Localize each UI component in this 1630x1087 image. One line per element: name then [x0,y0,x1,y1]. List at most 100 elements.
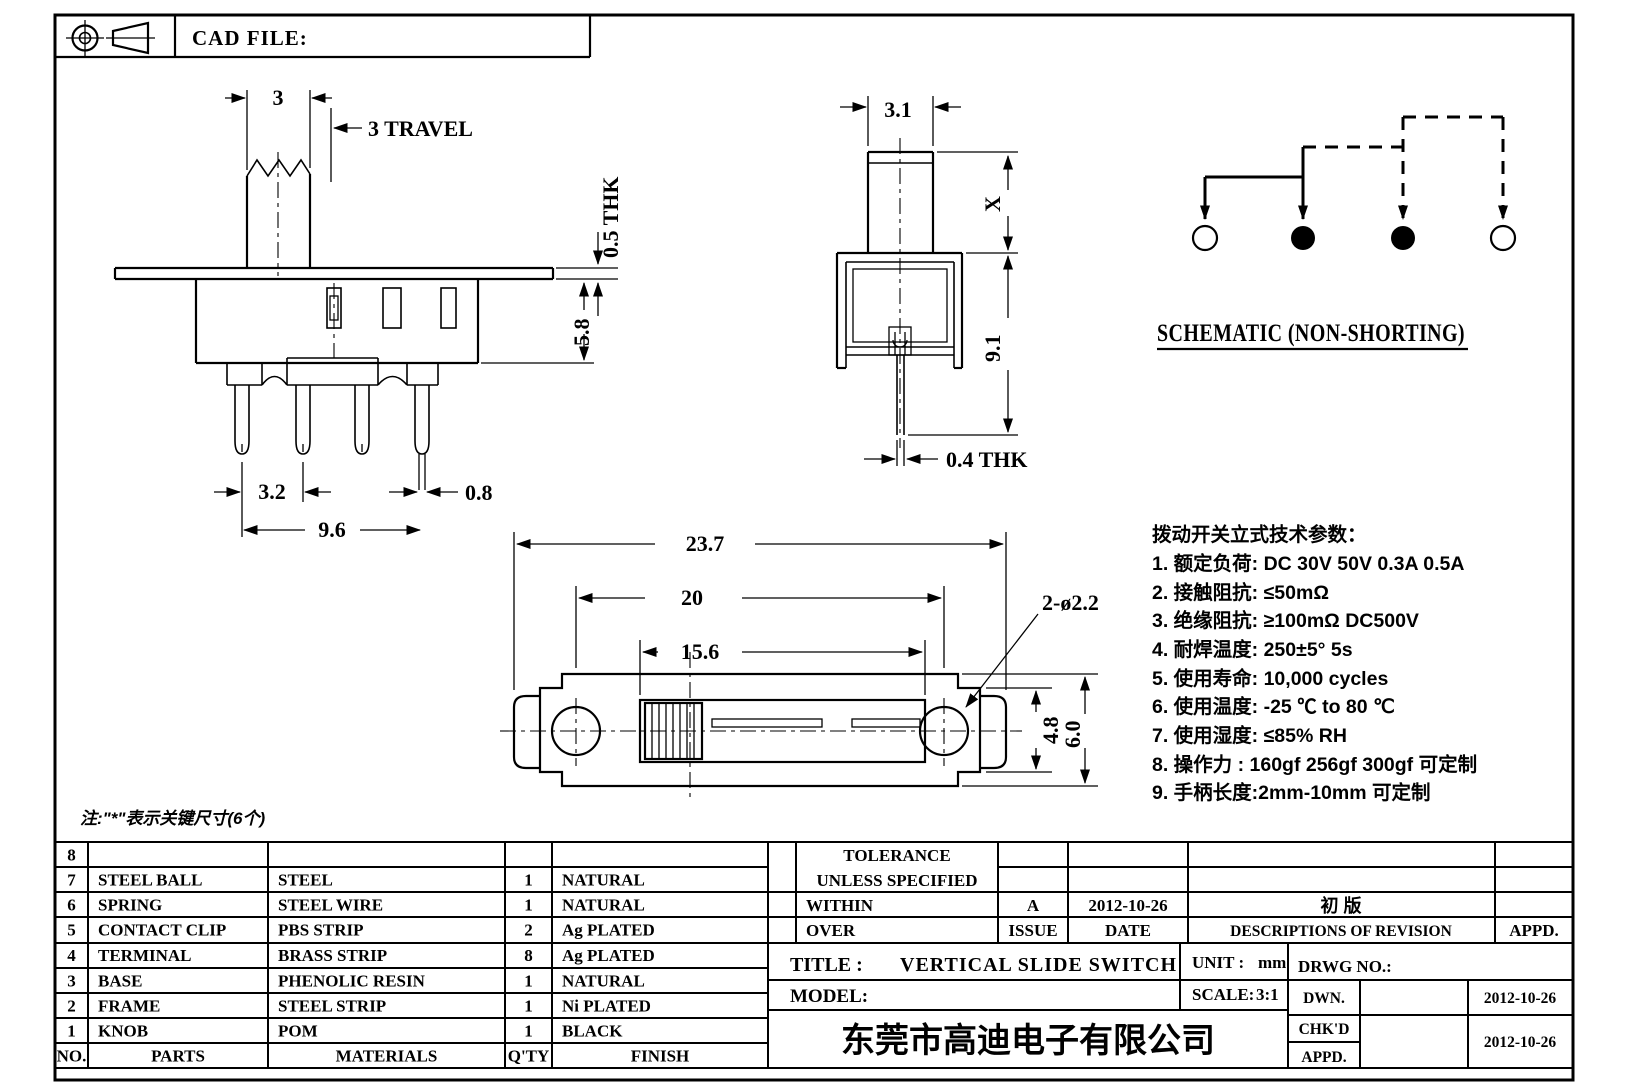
issue-value: A [1027,896,1040,915]
scale-value: 3:1 [1256,985,1279,1004]
part-name: KNOB [98,1022,148,1041]
dim-knob-width: 3 [273,85,284,110]
part-name: SPRING [98,896,162,915]
part-finish: NATURAL [562,896,645,915]
part-qty: 1 [524,871,533,890]
part-no: 1 [67,1022,76,1041]
dim-body-height: 5.8 [569,319,594,347]
part-name: CONTACT CLIP [98,921,226,940]
title-label: TITLE : [790,954,863,976]
scale-label: SCALE: [1192,985,1254,1004]
part-qty: 1 [524,997,533,1016]
part-qty: 1 [524,1022,533,1041]
tech-params-title: 拨动开关立式技术参数： [1152,523,1367,546]
dim-top-width: 3.1 [884,97,912,122]
part-qty: 8 [524,946,533,965]
part-material: PHENOLIC RESIN [278,972,426,991]
cad-file-box: CAD FILE: [55,15,592,59]
part-name: BASE [98,972,142,991]
part-material: BRASS STRIP [278,946,387,965]
dim-pin-width: 0.8 [465,480,493,505]
dim-overall-length: 23.7 [686,531,725,556]
title-block: TOLERANCE UNLESS SPECIFIED WITHIN OVER A… [790,846,1559,1066]
dim-mounting-holes: 2-ø2.2 [1042,590,1099,615]
dim-terminal-thickness: 0.4 THK [946,447,1028,472]
schematic-title: SCHEMATIC (NON-SHORTING) [1157,320,1465,347]
part-finish: NATURAL [562,972,645,991]
tech-param-item: 9. 手柄长度:2mm-10mm 可定制 [1152,781,1430,804]
col-header-no: NO. [57,1047,87,1066]
drwg-no-label: DRWG NO.: [1298,957,1392,976]
front-view-dimensions: 3 3 TRAVEL 0.5 THK 5.8 3.2 0.8 9.6 [214,85,623,542]
top-view-dimensions: 23.7 20 15.6 2-ø2.2 4.8 6.0 [513,531,1099,787]
revision-description: 初 版 [1320,895,1361,916]
dim-flange-thickness: 0.5 THK [598,176,623,258]
projection-symbol-icon [66,20,155,56]
part-name: FRAME [98,997,160,1016]
terminal-4-open [1489,224,1517,252]
model-label: MODEL: [790,986,868,1007]
part-finish: NATURAL [562,871,645,890]
part-material: POM [278,1022,318,1041]
unless-specified-label: UNLESS SPECIFIED [816,871,977,890]
part-finish: Ag PLATED [562,946,655,965]
approve-date: 2012-10-26 [1484,1034,1557,1051]
tolerance-label: TOLERANCE [843,846,950,865]
part-finish: Ag PLATED [562,921,655,940]
dwn-label: DWN. [1303,990,1345,1007]
revision-header: DESCRIPTIONS OF REVISION [1230,923,1452,940]
part-finish: BLACK [562,1022,623,1041]
dim-hole-pitch: 20 [681,585,703,610]
col-header-materials: MATERIALS [336,1047,438,1066]
within-label: WITHIN [806,896,874,915]
part-no: 3 [67,972,76,991]
table-grid [55,841,1573,1069]
part-name: TERMINAL [98,946,192,965]
dim-handle-height: X [980,196,1005,212]
dim-pin-span: 9.6 [318,517,346,542]
chkd-label: CHK'D [1299,1021,1350,1038]
over-label: OVER [806,921,856,940]
part-no: 6 [67,896,76,915]
tech-param-item: 5. 使用寿命: 10,000 cycles [1152,667,1388,690]
title-value: VERTICAL SLIDE SWITCH [900,954,1177,976]
part-no: 5 [67,921,76,940]
unit-value: mm [1258,953,1286,972]
revision-date: 2012-10-26 [1088,896,1167,915]
part-finish: Ni PLATED [562,997,651,1016]
part-no: 7 [67,871,76,890]
dim-outer-width: 6.0 [1060,721,1085,749]
dim-total-height: 9.1 [980,335,1005,363]
part-no: 8 [67,846,76,865]
dim-slot-length: 15.6 [681,639,720,664]
dim-inner-width: 4.8 [1038,717,1063,745]
tech-params: 拨动开关立式技术参数： 1. 额定负荷: DC 30V 50V 0.3A 0.5… [1152,523,1477,804]
col-header-qty: Q'TY [508,1047,550,1066]
part-material: PBS STRIP [278,921,364,940]
key-dimension-note: 注:"*"表示关键尺寸(6个) [80,809,266,828]
company-name: 东莞市高迪电子有限公司 [841,1021,1215,1060]
tech-param-item: 3. 绝缘阻抗: ≥100mΩ DC500V [1152,609,1419,632]
part-qty: 1 [524,896,533,915]
top-view [500,652,1022,802]
tech-param-item: 1. 额定负荷: DC 30V 50V 0.3A 0.5A [1152,552,1464,575]
tech-param-item: 4. 耐焊温度: 250±5° 5s [1152,638,1353,661]
part-name: STEEL BALL [98,871,202,890]
appd-header: APPD. [1509,921,1559,940]
part-material: STEEL STRIP [278,997,386,1016]
dim-pin-pitch: 3.2 [258,479,286,504]
parts-table: 8 7 STEEL BALL STEEL 1 NATURAL 6 SPRING … [57,846,690,1066]
terminal-3-filled [1391,226,1415,250]
tech-param-item: 8. 操作力 : 160gf 256gf 300gf 可定制 [1152,753,1477,776]
part-no: 2 [67,997,76,1016]
appd-label: APPD. [1301,1049,1346,1066]
part-material: STEEL WIRE [278,896,383,915]
dim-travel: 3 TRAVEL [368,116,473,141]
terminal-1-open [1191,224,1219,252]
dwn-date: 2012-10-26 [1484,990,1557,1007]
unit-label: UNIT : [1192,953,1244,972]
cad-file-label: CAD FILE: [192,26,308,50]
issue-header: ISSUE [1008,921,1057,940]
tech-param-item: 2. 接触阻抗: ≤50mΩ [1152,581,1329,604]
